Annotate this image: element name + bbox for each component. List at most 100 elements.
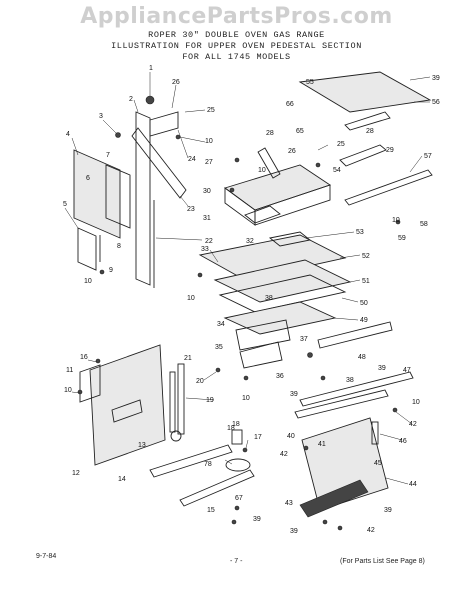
callout-26-a: 26 bbox=[172, 79, 180, 86]
tube-part-15 bbox=[179, 469, 255, 507]
callout-42-c: 42 bbox=[367, 527, 375, 534]
callout-44: 44 bbox=[409, 481, 417, 488]
bracket-part-34 bbox=[235, 319, 291, 351]
heat-shield-part-55 bbox=[298, 71, 432, 113]
callout-58: 58 bbox=[420, 221, 428, 228]
callout-50: 50 bbox=[360, 300, 368, 307]
burner-plate-part-31 bbox=[224, 164, 332, 211]
callout-21: 21 bbox=[184, 355, 192, 362]
spreader-part-32 bbox=[244, 205, 281, 224]
panel-part-52 bbox=[198, 234, 347, 281]
diagram-title: ROPER 30" DOUBLE OVEN GAS RANGE bbox=[148, 30, 325, 40]
bracket-part-5 bbox=[77, 227, 97, 271]
drawer-front-assembly bbox=[294, 371, 414, 531]
bracket-part-24 bbox=[149, 111, 179, 137]
callout-10-h: 10 bbox=[392, 217, 400, 224]
callout-2: 2 bbox=[129, 96, 133, 103]
lower-back-panel-assembly bbox=[77, 344, 221, 466]
bracket-part-7 bbox=[105, 164, 131, 229]
rail-part-48 bbox=[317, 321, 393, 349]
valve-part-78 bbox=[225, 458, 251, 472]
callout-52: 52 bbox=[362, 253, 370, 260]
callout-8: 8 bbox=[117, 243, 121, 250]
callout-18-b: 18 bbox=[227, 425, 235, 432]
callout-38: 38 bbox=[346, 377, 354, 384]
callout-32: 32 bbox=[246, 238, 254, 245]
callout-15: 15 bbox=[207, 507, 215, 514]
rod-part-57 bbox=[344, 169, 433, 206]
callout-5: 5 bbox=[63, 201, 67, 208]
rail-part-41 bbox=[294, 389, 389, 419]
callout-19: 19 bbox=[206, 397, 214, 404]
diagram-models: FOR ALL 1745 MODELS bbox=[182, 52, 291, 62]
callout-37: 37 bbox=[300, 336, 308, 343]
callout-48: 48 bbox=[358, 354, 366, 361]
callout-3: 3 bbox=[99, 113, 103, 120]
callout-49: 49 bbox=[360, 317, 368, 324]
callout-12: 12 bbox=[72, 470, 80, 477]
rail-part-2 bbox=[135, 111, 151, 286]
callout-17: 17 bbox=[254, 434, 262, 441]
rail-part-47 bbox=[299, 371, 414, 407]
callout-28-b: 28 bbox=[366, 128, 374, 135]
bracket-part-54 bbox=[339, 144, 387, 167]
callout-labels: 1 2 3 4 5 6 7 8 9 10 11 12 13 14 15 16 1… bbox=[63, 65, 440, 535]
callout-38-b: 38 bbox=[265, 295, 273, 302]
manifold-assembly bbox=[149, 429, 255, 525]
callout-10-b: 10 bbox=[205, 138, 213, 145]
callout-10-d: 10 bbox=[187, 295, 195, 302]
gasket-part-50 bbox=[218, 274, 347, 313]
rod-part-21 bbox=[177, 363, 185, 435]
callout-30: 30 bbox=[203, 188, 211, 195]
callout-20: 20 bbox=[196, 378, 204, 385]
callout-78: 78 bbox=[204, 461, 212, 468]
callout-39-a: 39 bbox=[432, 75, 440, 82]
hinge-part-46 bbox=[371, 421, 379, 445]
callout-46: 46 bbox=[399, 438, 407, 445]
bracket-part-35 bbox=[239, 341, 283, 369]
regulator-part-18 bbox=[231, 429, 243, 445]
callout-10-e: 10 bbox=[242, 395, 250, 402]
callout-10-g: 10 bbox=[64, 387, 72, 394]
callout-10-c: 10 bbox=[258, 167, 266, 174]
callout-33: 33 bbox=[201, 246, 209, 253]
callout-25-b: 25 bbox=[337, 141, 345, 148]
callout-53: 53 bbox=[356, 229, 364, 236]
manifold-part-14 bbox=[149, 444, 233, 478]
callout-39-e: 39 bbox=[384, 507, 392, 514]
callout-43: 43 bbox=[285, 500, 293, 507]
callout-13: 13 bbox=[138, 442, 146, 449]
callout-7: 7 bbox=[106, 152, 110, 159]
footer-page-number: - 7 - bbox=[230, 558, 243, 565]
callout-14: 14 bbox=[118, 476, 126, 483]
callout-35: 35 bbox=[215, 344, 223, 351]
footer-date: 9-7-84 bbox=[36, 553, 57, 560]
watermark: AppliancePartsPros.com bbox=[80, 4, 393, 29]
callout-47: 47 bbox=[403, 367, 411, 374]
side-panel-part-4 bbox=[73, 149, 121, 239]
vent-part-44 bbox=[299, 479, 369, 518]
callout-9: 9 bbox=[109, 267, 113, 274]
callout-55: 55 bbox=[306, 79, 314, 86]
callout-67: 67 bbox=[235, 495, 243, 502]
callout-10-f: 10 bbox=[412, 399, 420, 406]
callout-4: 4 bbox=[66, 131, 70, 138]
clip-part-1 bbox=[145, 95, 155, 105]
callout-39-c: 39 bbox=[378, 365, 386, 372]
callout-25-a: 25 bbox=[207, 107, 215, 114]
callout-39-f: 39 bbox=[290, 528, 298, 535]
callout-59: 59 bbox=[398, 235, 406, 242]
callout-65: 65 bbox=[296, 128, 304, 135]
side-panel-assembly bbox=[73, 95, 187, 288]
callout-29: 29 bbox=[386, 147, 394, 154]
callout-56: 56 bbox=[432, 99, 440, 106]
callout-54: 54 bbox=[333, 167, 341, 174]
callout-57: 57 bbox=[424, 153, 432, 160]
callout-27: 27 bbox=[205, 159, 213, 166]
callout-42-a: 42 bbox=[409, 421, 417, 428]
callout-39-d: 39 bbox=[253, 516, 261, 523]
callout-39-b: 39 bbox=[290, 391, 298, 398]
diagram-subtitle: ILLUSTRATION FOR UPPER OVEN PEDESTAL SEC… bbox=[111, 41, 362, 51]
brace-part-23 bbox=[131, 127, 187, 199]
knob-part-13 bbox=[170, 430, 182, 442]
